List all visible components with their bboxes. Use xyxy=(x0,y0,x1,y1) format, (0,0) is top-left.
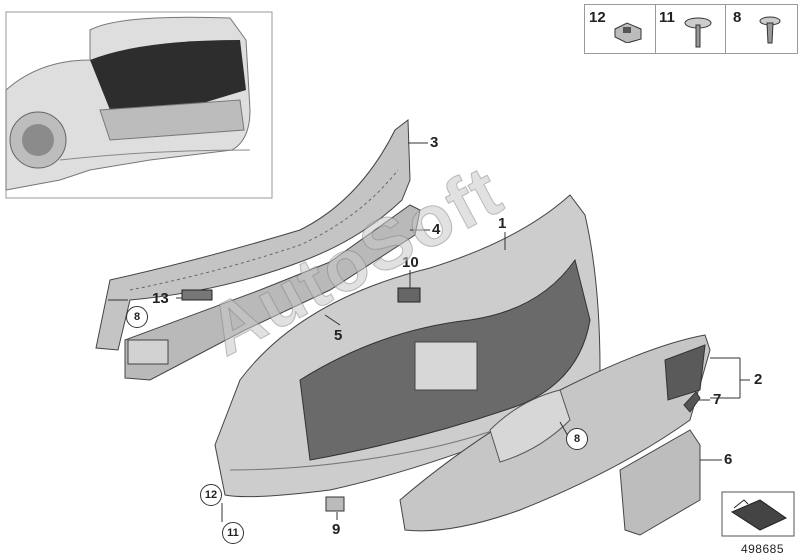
part-clip-strip xyxy=(181,289,213,301)
callout-13: 13 xyxy=(152,290,169,307)
hardware-parts-box: 12 11 8 xyxy=(584,4,798,54)
hardware-number: 8 xyxy=(733,9,742,26)
hardware-number: 12 xyxy=(589,9,606,26)
callout-10: 10 xyxy=(402,254,419,271)
callout-6: 6 xyxy=(724,451,733,468)
callout-3: 3 xyxy=(430,134,439,151)
circled-callout-12: 12 xyxy=(200,484,222,506)
part-carrier-strip xyxy=(95,119,411,351)
callout-7: 7 xyxy=(713,391,722,408)
hardware-number: 11 xyxy=(659,9,675,26)
part-sensor xyxy=(397,287,421,303)
callout-5: 5 xyxy=(334,327,343,344)
clip-nut-icon xyxy=(613,19,643,43)
orientation-symbol xyxy=(721,491,795,537)
circled-callout-11: 11 xyxy=(222,522,244,544)
expanding-rivet-icon xyxy=(755,13,785,49)
callout-1: 1 xyxy=(498,215,507,232)
callout-2: 2 xyxy=(754,371,763,388)
part-bracket xyxy=(124,204,421,381)
circled-callout-8-center: 8 xyxy=(566,428,588,450)
part-retainer xyxy=(325,496,345,512)
callout-9: 9 xyxy=(332,521,341,538)
hardware-cell-12: 12 xyxy=(585,5,656,53)
flange-screw-icon xyxy=(683,15,713,51)
circled-callout-8-left: 8 xyxy=(126,306,148,328)
part-reflector xyxy=(683,391,701,413)
vehicle-rear-view xyxy=(5,11,273,199)
diagram-reference-number: 498685 xyxy=(740,542,784,556)
part-mounting-plate xyxy=(619,429,701,536)
part-diffuser xyxy=(399,334,711,532)
hardware-cell-11: 11 xyxy=(655,5,726,53)
hardware-cell-8: 8 xyxy=(725,5,797,53)
callout-4: 4 xyxy=(432,221,441,238)
